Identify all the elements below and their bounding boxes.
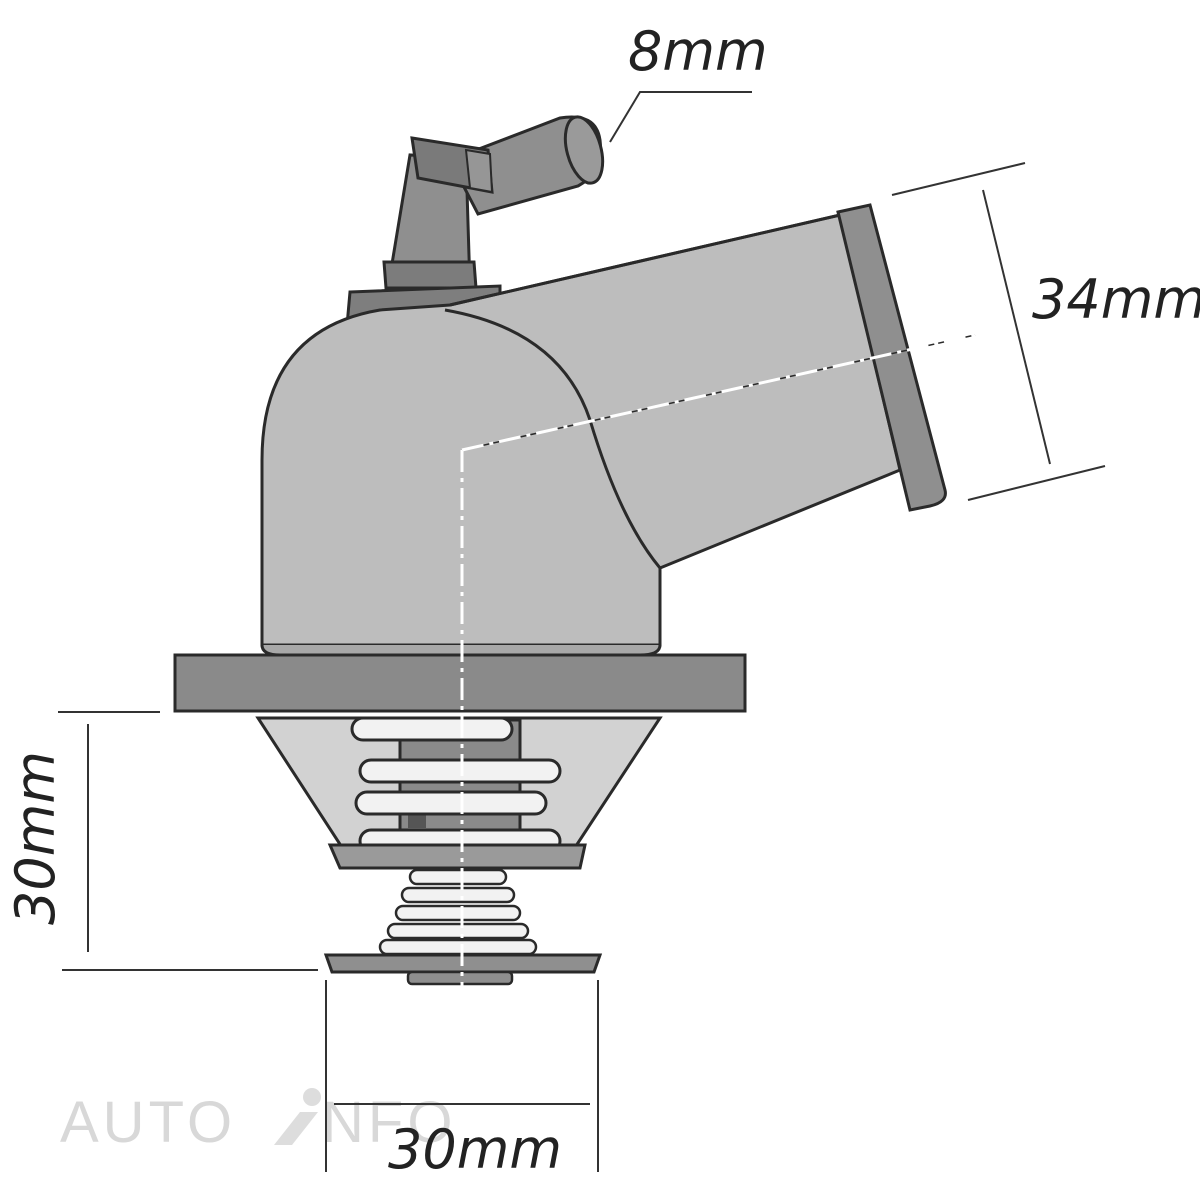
flange: [173, 653, 747, 713]
watermark-person-icon: [274, 1088, 321, 1145]
bypass-spring: [378, 868, 538, 956]
dimension-30mm-height: 30mm: [4, 711, 318, 971]
dimension-label-30mm-height: 30mm: [4, 751, 67, 925]
outlet-rim: [836, 203, 947, 512]
watermark: AUTO NFO: [60, 1088, 456, 1155]
dimension-label-30mm-width: 30mm: [388, 1118, 562, 1181]
dimension-34mm: 34mm: [891, 162, 1200, 501]
watermark-left: AUTO: [60, 1090, 236, 1155]
dimension-label-34mm: 34mm: [1032, 268, 1200, 331]
housing: [260, 213, 902, 657]
dimension-8mm: 8mm: [609, 20, 768, 143]
valve-seat-plate: [327, 843, 587, 870]
dimension-30mm-width: 30mm: [325, 980, 599, 1181]
watermark-right: NFO: [322, 1090, 456, 1155]
bleed-pipe: [382, 115, 605, 290]
dimension-label-8mm: 8mm: [628, 20, 768, 83]
center-lines: [460, 333, 976, 1060]
